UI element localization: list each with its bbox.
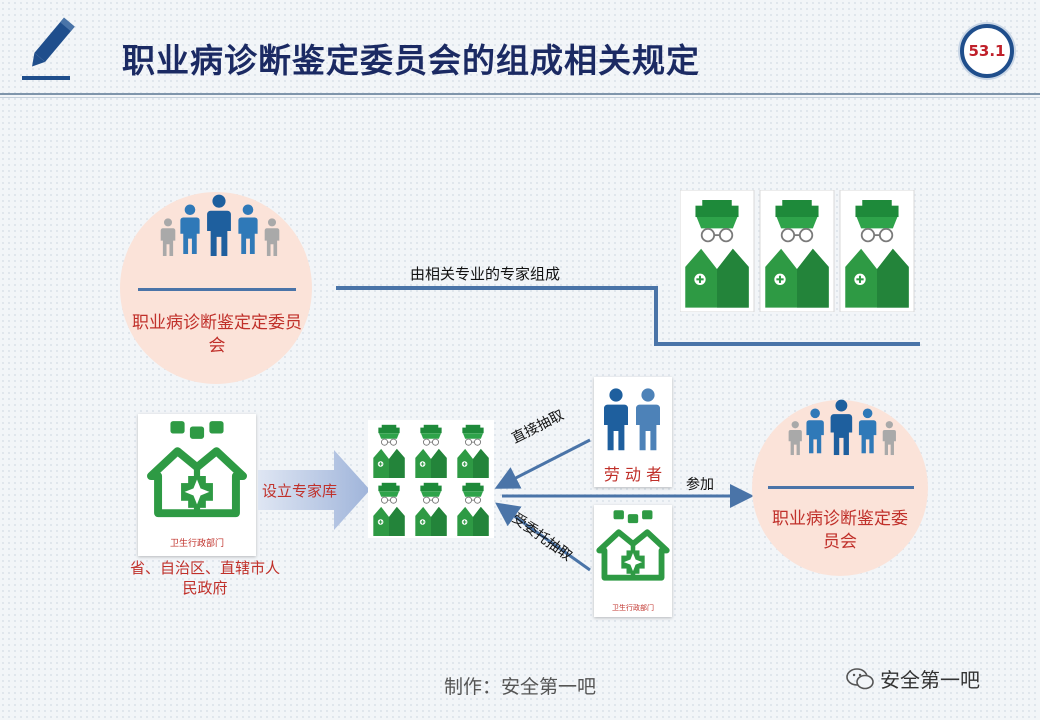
health-department-sign-text: 卫生行政部门 — [169, 539, 224, 549]
draw-arrows — [494, 438, 754, 572]
entrusted-draw-arrow — [495, 502, 591, 572]
doctor-icon — [371, 422, 407, 478]
participate-label: 参加 — [686, 477, 714, 493]
health-department-sign: 卫生行政部门 — [138, 414, 256, 556]
people-group-icon — [160, 194, 286, 262]
expert-pool-grid — [368, 420, 494, 542]
committee-label-bottom: 职业病诊断鉴定委员会 — [772, 509, 908, 552]
circle-divider-bottom — [768, 486, 914, 489]
direct-draw-arrow — [494, 438, 591, 489]
page-title: 职业病诊断鉴定委员会的组成相关规定 — [122, 41, 700, 80]
worker-label: 劳 动 者 — [603, 465, 663, 484]
doctor-icon — [455, 480, 491, 536]
header-divider — [0, 93, 1040, 95]
government-label: 省、自治区、直辖市人民政府 — [130, 559, 281, 597]
page-number-badge: 53.1 — [960, 24, 1014, 78]
watermark-text: 安全第一吧 — [880, 668, 980, 692]
doctor-icon — [455, 422, 491, 478]
people-group-icon — [788, 398, 902, 462]
pencil-icon — [18, 10, 80, 88]
committee-label-top: 职业病诊断鉴定定委员会 — [132, 313, 302, 356]
health-department-icon — [144, 414, 250, 538]
health-department-sign-small-text: 卫生行政部门 — [612, 604, 654, 612]
worker-card: 劳 动 者 — [594, 377, 672, 487]
doctor-icon — [371, 480, 407, 536]
doctor-icon — [413, 480, 449, 536]
doctor-icon — [679, 189, 755, 313]
circle-divider-top — [138, 288, 296, 291]
setup-expert-pool-label: 设立专家库 — [262, 482, 338, 500]
experts-label: 由相关专业的专家组成 — [410, 265, 561, 283]
wechat-icon — [846, 667, 874, 689]
step-connector-line — [336, 286, 920, 346]
doctor-card-group-top — [679, 189, 916, 316]
doctor-icon — [413, 422, 449, 478]
watermark: 安全第一吧 — [846, 664, 980, 693]
health-department-card-small: 卫生行政部门 — [594, 505, 672, 617]
doctor-icon — [759, 189, 835, 313]
doctor-icon — [839, 189, 915, 313]
footer-credit: 制作：安全第一吧 — [443, 676, 596, 698]
header-divider-secondary — [0, 97, 1040, 98]
setup-arrow — [258, 450, 370, 530]
